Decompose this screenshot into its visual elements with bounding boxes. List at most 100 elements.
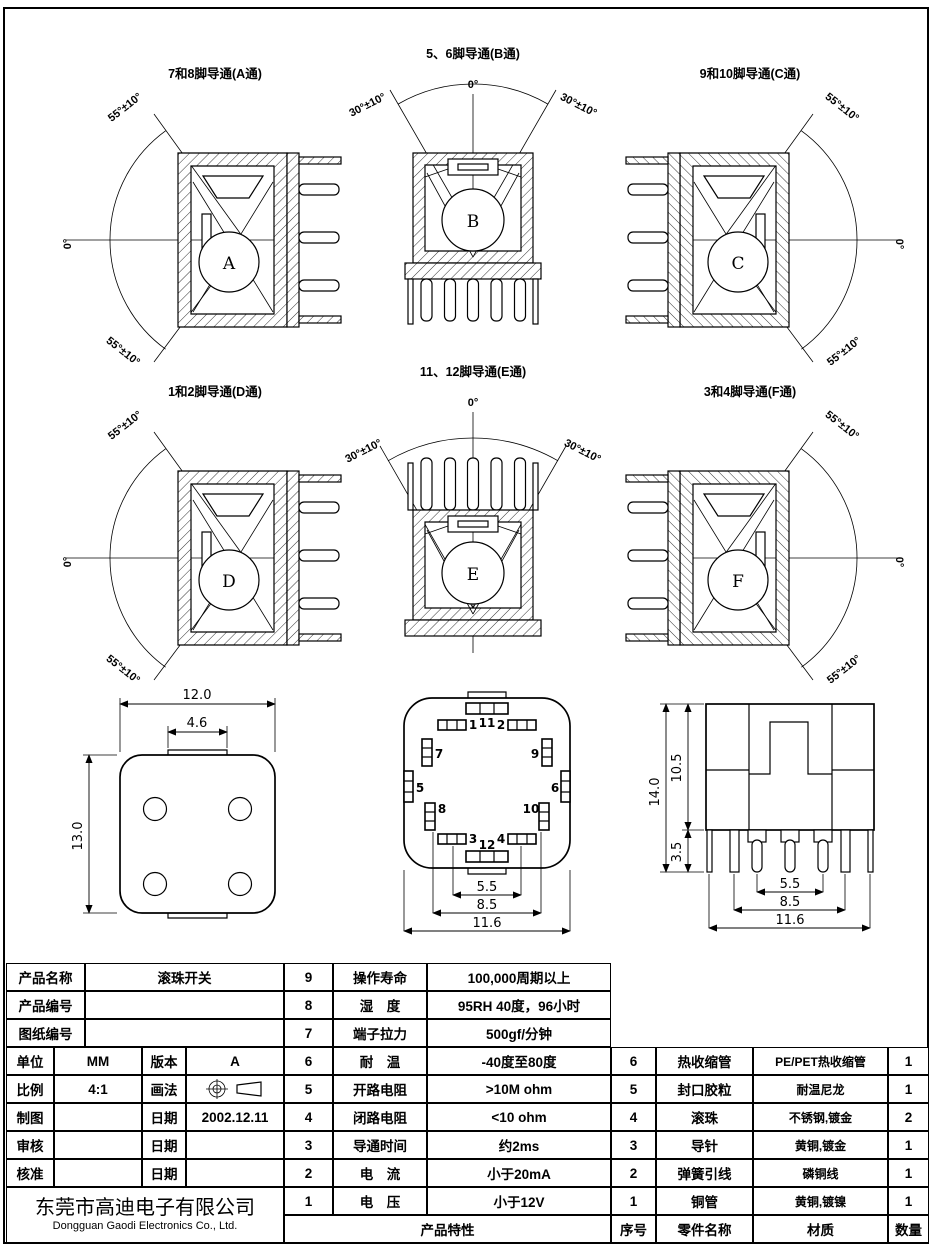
table-row: 单位 MM 版本 A 6 耐 温 -40度至80度 6 热收缩管 PE/PET热… — [6, 1047, 929, 1075]
meta-label: 画法 — [142, 1075, 186, 1103]
part-qty: 1 — [888, 1159, 929, 1187]
parts-header-name: 零件名称 — [656, 1215, 753, 1243]
part-no: 2 — [611, 1159, 656, 1187]
angle-label: 30°±10° — [343, 437, 383, 466]
sheet-border — [3, 7, 929, 1244]
ball-label: E — [467, 565, 479, 585]
char-no: 3 — [284, 1131, 333, 1159]
pin-number: 1 — [469, 718, 477, 732]
dim-label: 13.0 — [71, 822, 86, 851]
pin-number: 4 — [497, 832, 505, 846]
char-name: 闭路电阻 — [333, 1103, 427, 1131]
cross-section-drawing — [625, 431, 902, 681]
meta-value — [54, 1103, 142, 1131]
dim-label: 8.5 — [780, 895, 801, 910]
part-no: 6 — [611, 1047, 656, 1075]
angle-label: 55°±10° — [823, 409, 861, 443]
bottom-view-drawing: 12.0 4.6 13.0 — [55, 680, 335, 950]
angle-label: 30°±10° — [558, 91, 598, 120]
meta-label: 日期 — [142, 1131, 186, 1159]
part-no: 4 — [611, 1103, 656, 1131]
view-a-title: 7和8脚导通(A通) — [168, 66, 262, 81]
company-name-en: Dongguan Gaodi Electronics Co., Ltd. — [52, 1220, 238, 1233]
product-no-label: 产品编号 — [6, 991, 85, 1019]
angle-label: 0° — [893, 557, 905, 568]
meta-label: 审核 — [6, 1131, 54, 1159]
ball-label: B — [467, 212, 480, 232]
part-name: 滚珠 — [656, 1103, 753, 1131]
ball-label: F — [732, 572, 744, 592]
char-name: 耐 温 — [333, 1047, 427, 1075]
char-name: 导通时间 — [333, 1131, 427, 1159]
cross-section-drawing: E — [404, 457, 542, 637]
parts-header-material: 材质 — [753, 1215, 888, 1243]
char-value: 95RH 40度，96小时 — [427, 991, 611, 1019]
angle-label: 30°±10° — [562, 437, 602, 466]
pin-number: 10 — [523, 802, 540, 816]
char-value: -40度至80度 — [427, 1047, 611, 1075]
table-row: 产品特性 — [284, 1215, 611, 1243]
part-name: 弹簧引线 — [656, 1159, 753, 1187]
spec-table: 产品名称 滚珠开关 9 操作寿命 100,000周期以上 产品编号 8 湿 度 … — [6, 963, 929, 1243]
table-header-row: 序号 零件名称 材质 数量 — [611, 1215, 929, 1243]
part-qty: 1 — [888, 1047, 929, 1075]
pin-number: 6 — [551, 781, 559, 795]
part-qty: 1 — [888, 1187, 929, 1215]
part-material: 磷铜线 — [753, 1159, 888, 1187]
dim-label: 12.0 — [183, 688, 212, 703]
cross-section-drawing: A — [177, 152, 342, 328]
char-value: 500gf/分钟 — [427, 1019, 611, 1047]
angle-label: 55°±10° — [825, 335, 863, 365]
angle-label: 0° — [468, 79, 479, 91]
meta-label: 版本 — [142, 1047, 186, 1075]
char-name: 电 流 — [333, 1159, 427, 1187]
part-qty: 1 — [888, 1131, 929, 1159]
char-no: 5 — [284, 1075, 333, 1103]
pin-number: 8 — [438, 802, 446, 816]
pin-number: 2 — [497, 718, 505, 732]
meta-value — [54, 1131, 142, 1159]
parts-footer: 1 铜管 黄铜,镀镍 1 序号 零件名称 材质 数量 — [611, 1187, 929, 1243]
char-value: <10 ohm — [427, 1103, 611, 1131]
char-value: 小于12V — [427, 1187, 611, 1215]
product-no-value — [85, 991, 284, 1019]
meta-label: 制图 — [6, 1103, 54, 1131]
table-row: 产品名称 滚珠开关 9 操作寿命 100,000周期以上 — [6, 963, 929, 991]
part-qty: 1 — [888, 1075, 929, 1103]
part-no: 1 — [611, 1187, 656, 1215]
part-name: 铜管 — [656, 1187, 753, 1215]
angle-label: 0° — [62, 557, 74, 568]
part-qty: 2 — [888, 1103, 929, 1131]
part-no: 5 — [611, 1075, 656, 1103]
cross-section-drawing — [625, 113, 902, 363]
dim-label: 4.6 — [187, 716, 208, 731]
ball-label: A — [222, 254, 236, 274]
parts-header-no: 序号 — [611, 1215, 656, 1243]
drawing-no-value — [85, 1019, 284, 1047]
char-name: 端子拉力 — [333, 1019, 427, 1047]
ball-label: C — [731, 254, 744, 274]
dim-label: 3.5 — [670, 842, 685, 863]
char-no: 2 — [284, 1159, 333, 1187]
characteristics-footer: 1 电 压 小于12V 产品特性 — [284, 1187, 611, 1243]
char-no: 9 — [284, 963, 333, 991]
company-block: 东莞市高迪电子有限公司 Dongguan Gaodi Electronics C… — [6, 1187, 284, 1243]
part-material: 耐温尼龙 — [753, 1075, 888, 1103]
pin-number: 12 — [479, 838, 496, 852]
meta-label: 日期 — [142, 1103, 186, 1131]
part-material: 黄铜,镀金 — [753, 1131, 888, 1159]
part-name: 热收缩管 — [656, 1047, 753, 1075]
angle-label: 55°±10° — [106, 91, 144, 125]
parts-header-qty: 数量 — [888, 1215, 929, 1243]
view-c-title: 9和10脚导通(C通) — [700, 66, 801, 81]
char-name: 湿 度 — [333, 991, 427, 1019]
pin-number: 3 — [469, 832, 477, 846]
char-value: 约2ms — [427, 1131, 611, 1159]
cross-section-drawing: D — [177, 470, 342, 646]
pad-layout-drawing: 11 1 2 7 9 5 6 8 10 3 4 12 5.5 8.5 11.6 — [372, 682, 607, 949]
table-row: 产品编号 8 湿 度 95RH 40度，96小时 — [6, 991, 929, 1019]
table-row: 审核 日期 3 导通时间 约2ms 3 导针 黄铜,镀金 1 — [6, 1131, 929, 1159]
view-b: 5、6脚导通(B通) 0° 30°±10° 30°±10° — [325, 38, 625, 365]
char-no: 7 — [284, 1019, 333, 1047]
